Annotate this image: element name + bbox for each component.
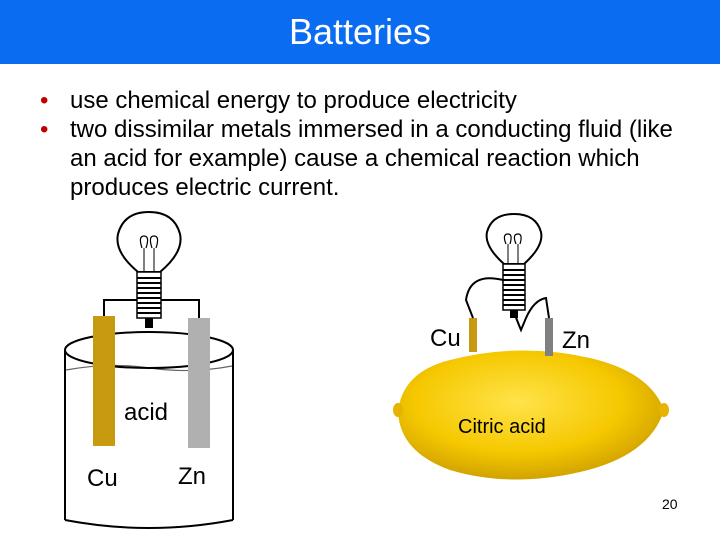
wire: [464, 277, 508, 319]
wire: [157, 299, 200, 318]
zinc-electrode: [545, 318, 553, 356]
bullet-list: • use chemical energy to produce electri…: [40, 86, 700, 202]
light-bulb-icon: [116, 210, 182, 328]
copper-label: Cu: [87, 465, 118, 492]
zinc-label: Zn: [562, 327, 591, 354]
bullet-item: • use chemical energy to produce electri…: [40, 86, 700, 115]
copper-electrode: [469, 318, 477, 352]
slide-title: Batteries: [0, 0, 720, 64]
bullet-marker: •: [40, 87, 49, 114]
bullet-text: use chemical energy to produce electrici…: [70, 87, 517, 114]
bullet-item: • two dissimilar metals immersed in a co…: [40, 115, 700, 202]
light-bulb-icon: [485, 212, 543, 318]
wire: [103, 299, 141, 316]
beaker-icon: [64, 331, 234, 529]
zinc-electrode: [188, 318, 210, 448]
zinc-label: Zn: [178, 463, 207, 490]
lemon-icon: [393, 350, 669, 480]
page-number: 20: [662, 496, 678, 512]
copper-electrode: [93, 316, 115, 446]
bullet-text: two dissimilar metals immersed in a cond…: [70, 116, 673, 201]
bullet-marker: •: [40, 116, 49, 143]
fluid-label: Citric acid: [458, 416, 546, 438]
fluid-label: acid: [124, 399, 169, 426]
copper-label: Cu: [430, 325, 461, 352]
